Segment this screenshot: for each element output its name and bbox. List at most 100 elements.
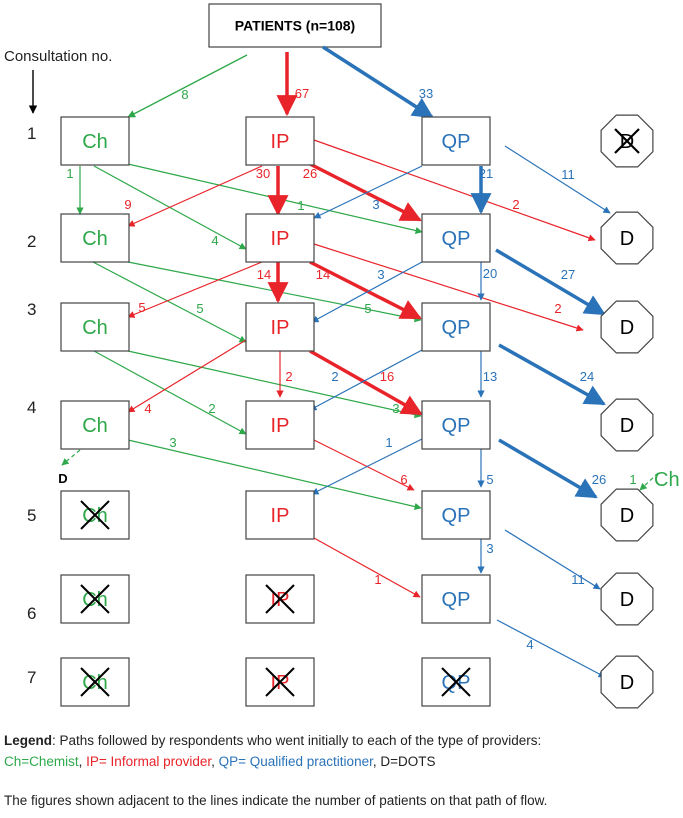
edge-value-label: 11 — [561, 167, 575, 182]
dots-octagon — [600, 572, 654, 626]
edge-value-label: 1 — [385, 435, 392, 450]
node-label: D — [620, 415, 634, 437]
flow-edge-ch4-to-dots-ch4 — [61, 449, 81, 466]
edge-value-label: 11 — [571, 572, 585, 587]
node-ch4: Ch — [60, 400, 130, 450]
node-label: IP — [271, 228, 290, 250]
flow-edge-qp3-to-d4 — [498, 343, 606, 406]
row-label: 4 — [27, 398, 36, 417]
edge-value-label: 2 — [512, 197, 519, 212]
ch-box — [60, 400, 130, 450]
node-label: Ch — [82, 415, 108, 437]
qp-box — [421, 574, 491, 624]
flow-edge-qp1-to-d2 — [504, 145, 611, 214]
ip-box — [245, 490, 315, 540]
flow-edge-ip2-to-d3 — [313, 243, 584, 332]
flow-edge-patients-to-qp1 — [322, 45, 434, 119]
edge-value-label: 9 — [124, 197, 131, 212]
dots-octagon — [600, 398, 654, 452]
flow-edge-qp3-to-ip4 — [309, 349, 423, 411]
edge-value-label: 1 — [374, 572, 381, 587]
edge-value-label: 21 — [479, 166, 493, 181]
node-label: QP — [442, 228, 471, 250]
flow-edge-ip1-to-qp2 — [309, 162, 422, 222]
node-label: QP — [442, 131, 471, 153]
flow-edge-ch4-to-qp5 — [127, 439, 422, 511]
node-label: D — [620, 672, 634, 694]
dots-octagon — [600, 488, 654, 542]
patients-box — [208, 3, 382, 48]
node-label: IP — [271, 131, 290, 153]
edge-value-label: 1 — [629, 472, 636, 487]
edge-value-label: D — [58, 471, 67, 486]
edge-value-label: 1 — [66, 166, 73, 181]
legend-intro: : Paths followed by respondents who went… — [52, 733, 542, 748]
node-label: D — [620, 505, 634, 527]
row-label: 3 — [27, 300, 36, 319]
edge-value-label: 30 — [256, 166, 270, 181]
edge-value-label: 20 — [483, 266, 497, 281]
node-qp2: QP — [421, 213, 491, 263]
row-labels: 1 2 3 4 5 6 7 — [27, 124, 36, 687]
flow-edge-qp6-to-d7 — [496, 619, 606, 678]
flow-edge-qp2-to-ip3 — [311, 261, 423, 323]
ip-box — [245, 116, 315, 166]
flow-edge-ip4-to-qp5 — [313, 439, 415, 491]
edge-value-label: 4 — [211, 233, 218, 248]
edges-layer — [61, 45, 659, 678]
node-ip4: IP — [245, 400, 315, 450]
cross-mark — [80, 667, 110, 697]
edge-value-label: 33 — [419, 86, 433, 101]
node-ip7: IP — [245, 657, 315, 707]
node-label: IP — [271, 415, 290, 437]
edge-value-label: 1 — [297, 198, 304, 213]
qp-box — [421, 302, 491, 352]
node-ch5: Ch — [60, 490, 130, 540]
external-chemist-label: Ch — [654, 469, 680, 491]
flow-diagram: PATIENTS (n=108) Consultation no. 1 2 3 … — [4, 3, 680, 709]
cross-mark — [80, 500, 110, 530]
edge-value-label: 16 — [380, 369, 394, 384]
edge-value-label: 6 — [400, 472, 407, 487]
flow-edge-ip3-to-qp4 — [309, 349, 423, 416]
edge-value-label: 5 — [138, 300, 145, 315]
flow-edge-ip1-to-d2 — [313, 139, 596, 242]
node-qp5: QP — [421, 490, 491, 540]
node-label: QP — [442, 589, 471, 611]
flow-edge-qp4-to-ip5 — [311, 438, 423, 495]
edge-value-label: 3 — [392, 401, 399, 416]
ip-box — [245, 302, 315, 352]
node-qp4: QP — [421, 400, 491, 450]
cross-mark — [614, 128, 640, 154]
node-d1: D — [600, 114, 654, 168]
row-label: 6 — [27, 604, 36, 623]
ip-box — [245, 213, 315, 263]
node-label: D — [620, 317, 634, 339]
flow-edge-patients-to-ch1 — [127, 54, 248, 118]
dots-octagon — [600, 211, 654, 265]
edge-value-label: 26 — [303, 166, 317, 181]
legend-d: D=DOTS — [380, 754, 436, 769]
node-label: IP — [271, 505, 290, 527]
edge-value-label: 24 — [580, 369, 594, 384]
legend-ch: Ch=Chemist — [4, 754, 79, 769]
node-ch6: Ch — [60, 574, 130, 624]
flow-edge-ip2-to-ch3 — [127, 261, 263, 318]
edge-value-label: 8 — [181, 87, 188, 102]
flow-edge-ip2-to-qp3 — [309, 260, 422, 320]
node-ip3: IP — [245, 302, 315, 352]
node-ip1: IP — [245, 116, 315, 166]
edge-value-label: 2 — [554, 301, 561, 316]
row-label: 5 — [27, 506, 36, 525]
nodes-layer: ChIPQPDChIPQPDChIPQPDChIPQPDChIPQPDChIPQ… — [60, 114, 654, 709]
flow-edge-ch3-to-qp4 — [127, 350, 422, 419]
flow-edge-ch2-to-ip3 — [92, 261, 247, 343]
ip-box — [245, 657, 315, 707]
cross-mark — [80, 584, 110, 614]
edge-value-label: 4 — [526, 637, 533, 652]
node-d2: D — [600, 211, 654, 265]
flow-edge-ip3-to-ch4 — [127, 339, 247, 413]
legend: Legend: Paths followed by respondents wh… — [4, 730, 680, 811]
legend-ip: IP= Informal provider — [86, 754, 212, 769]
